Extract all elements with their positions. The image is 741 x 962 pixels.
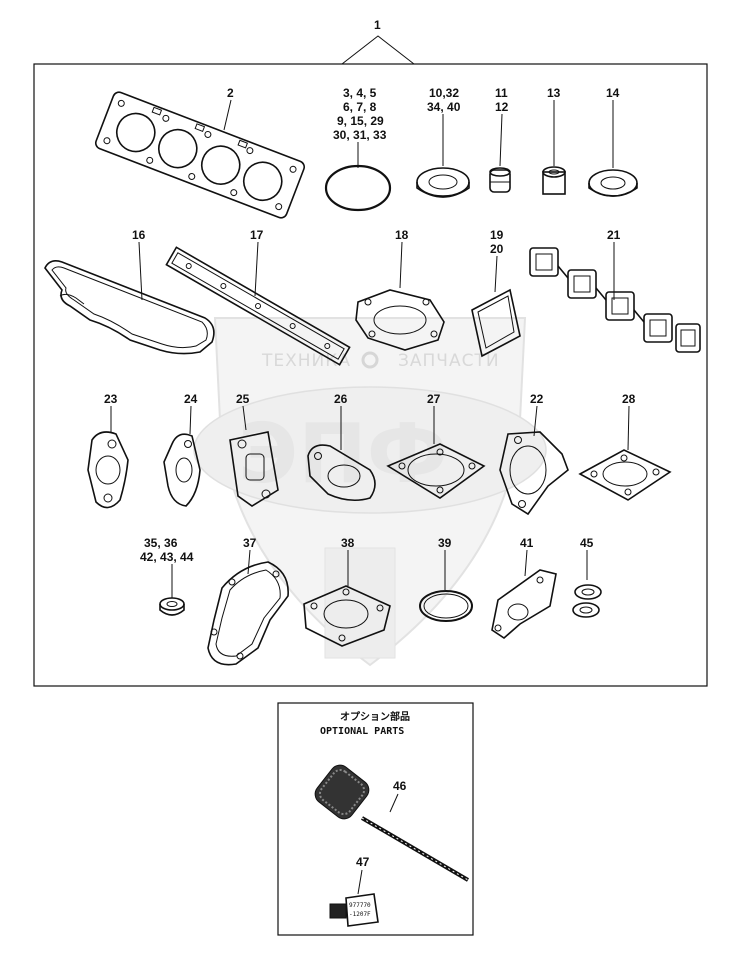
- part-27-gasket: 27: [386, 392, 486, 499]
- label-22: 22: [530, 392, 544, 406]
- part-16-cover-gasket: 16: [44, 228, 215, 355]
- part-46-brush: 46: [314, 764, 470, 882]
- label-13: 13: [547, 86, 561, 100]
- label-2: 2: [227, 86, 234, 100]
- label-23: 23: [104, 392, 118, 406]
- label-11: 11: [495, 86, 508, 100]
- label-14: 14: [606, 86, 620, 100]
- part-26-gasket: 26: [307, 392, 376, 502]
- label-26: 26: [334, 392, 348, 406]
- label-39: 39: [438, 536, 452, 550]
- label-45: 45: [580, 536, 594, 550]
- watermark-oval: [193, 386, 547, 514]
- part-35-ring: 35, 36 42, 43, 44: [140, 536, 194, 616]
- assembly-callout: 1: [341, 18, 415, 65]
- label-18: 18: [395, 228, 409, 242]
- label-34: 34, 40: [427, 100, 461, 114]
- label-6: 6, 7, 8: [343, 100, 377, 114]
- watermark-brand: ТЕХНИКА: [261, 351, 351, 371]
- part-23-gasket: 23: [87, 392, 129, 509]
- label-16: 16: [132, 228, 146, 242]
- label-35: 35, 36: [144, 536, 178, 550]
- part-19-plate-gasket: 19 20: [471, 228, 521, 358]
- label-10: 10,32: [429, 86, 459, 100]
- label-9: 9, 15, 29: [337, 114, 384, 128]
- part-45-rings: 45: [572, 536, 602, 618]
- watermark-brand2: ЗАПЧАСТИ: [398, 351, 500, 371]
- part-3-o-ring: 3, 4, 5 6, 7, 8 9, 15, 29 30, 31, 33: [324, 86, 392, 212]
- label-21: 21: [607, 228, 621, 242]
- label-25: 25: [236, 392, 250, 406]
- part-2-head-gasket: 2: [94, 86, 306, 219]
- part-21-manifold-gasket: 21: [529, 228, 701, 353]
- label-27: 27: [427, 392, 441, 406]
- label-3: 3, 4, 5: [343, 86, 377, 100]
- label-47: 47: [356, 855, 370, 869]
- label-24: 24: [184, 392, 198, 406]
- part-39-o-ring: 39: [419, 536, 473, 622]
- part-14-seal: 14: [588, 86, 638, 197]
- part-28-gasket: 28: [578, 392, 672, 501]
- label-12: 12: [495, 100, 509, 114]
- optional-parts: オプション部品 OPTIONAL PARTS 46 47 977770 -120…: [314, 710, 470, 927]
- part-25-gasket: 25: [229, 392, 279, 507]
- label-1: 1: [374, 18, 381, 32]
- part-13-bushing: 13: [542, 86, 566, 195]
- watermark: ТЕХНИКА ЗАПЧАСТИ ЭПФ: [193, 317, 547, 667]
- label-30: 30, 31, 33: [333, 128, 387, 142]
- label-28: 28: [622, 392, 636, 406]
- label-42: 42, 43, 44: [140, 550, 194, 564]
- part-24-gasket: 24: [163, 392, 201, 507]
- label-38: 38: [341, 536, 355, 550]
- part-10-seal: 10,32 34, 40: [416, 86, 470, 198]
- part-38-flange-gasket: 38: [303, 536, 391, 647]
- optional-title-jp: オプション部品: [340, 710, 410, 723]
- part-18-flange-gasket: 18: [355, 228, 445, 351]
- part-22-gasket: 22: [499, 392, 569, 516]
- part-37-pump-gasket: 37: [207, 536, 289, 666]
- part-47-sealant-tube: 47 977770 -1207F: [329, 855, 379, 927]
- main-frame: [33, 63, 708, 687]
- label-17: 17: [250, 228, 264, 242]
- optional-title-en: OPTIONAL PARTS: [320, 726, 404, 737]
- label-37: 37: [243, 536, 257, 550]
- optional-frame: [277, 702, 474, 936]
- part-17-strip-gasket: 17: [165, 228, 351, 366]
- label-20: 20: [490, 242, 504, 256]
- watermark-gear-icon: [361, 351, 379, 369]
- label-19: 19: [490, 228, 504, 242]
- part-41-housing-gasket: 41: [491, 536, 557, 640]
- label-41: 41: [520, 536, 534, 550]
- tube-text-2: -1207F: [349, 911, 371, 918]
- label-46: 46: [393, 779, 407, 793]
- tube-text-1: 977770: [349, 902, 371, 909]
- part-11-valve-seal: 11 12: [489, 86, 511, 193]
